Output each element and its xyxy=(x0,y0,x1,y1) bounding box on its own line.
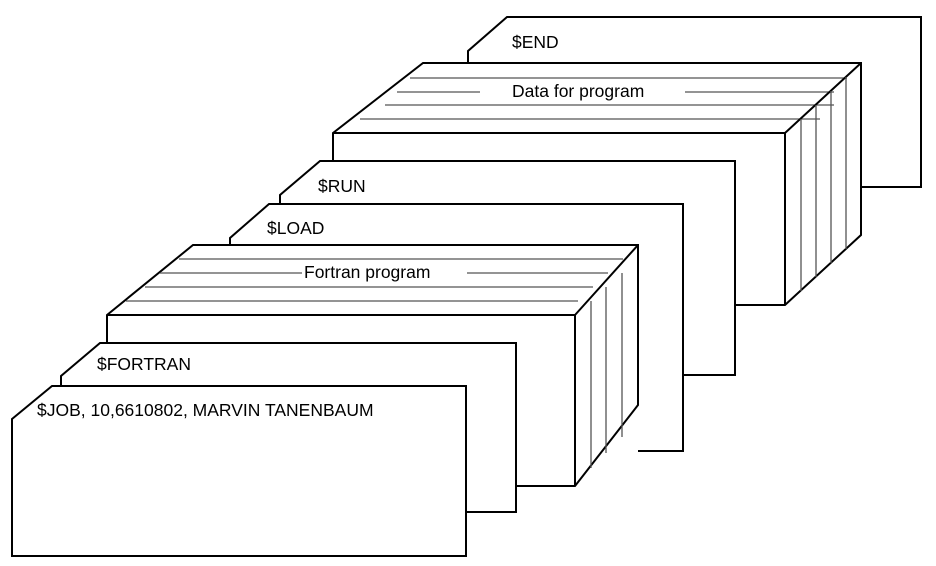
fortran-card-label: $FORTRAN xyxy=(97,354,191,374)
run-card-label: $RUN xyxy=(318,176,366,196)
data-deck-label: Data for program xyxy=(512,81,644,101)
job-card: $JOB, 10,6610802, MARVIN TANENBAUM xyxy=(11,385,467,557)
load-card-label: $LOAD xyxy=(267,218,324,238)
end-card-label: $END xyxy=(512,32,559,52)
program-deck-label: Fortran program xyxy=(304,262,430,282)
job-card-label: $JOB, 10,6610802, MARVIN TANENBAUM xyxy=(37,400,374,420)
